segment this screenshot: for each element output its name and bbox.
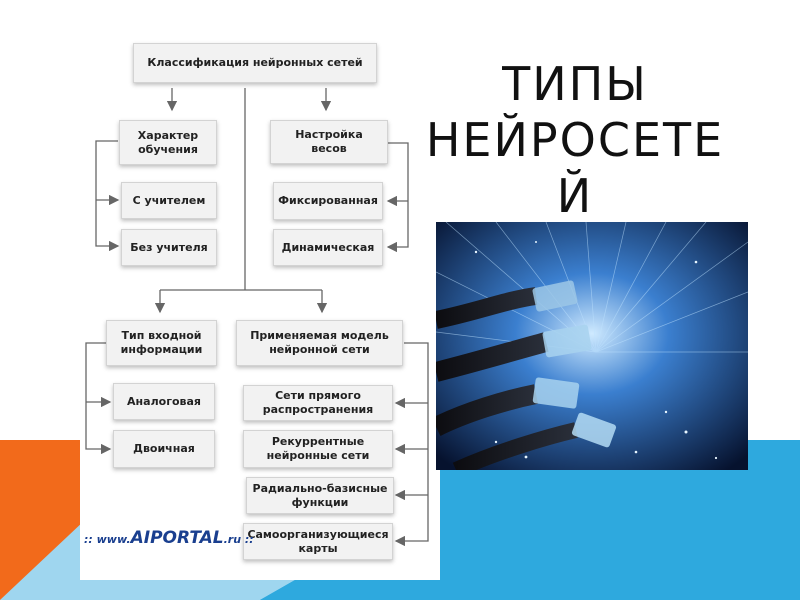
- group-learning-node: Характер обучения: [119, 120, 217, 165]
- item-recurrent: Рекуррентные нейронные сети: [243, 430, 393, 468]
- logo-prefix: :: www.: [84, 533, 131, 546]
- group-model-node: Применяемая модель нейронной сети: [236, 320, 403, 366]
- item-som: Самоорганизующиеся карты: [243, 523, 393, 560]
- item-feedforward: Сети прямого распространения: [243, 385, 393, 421]
- slide-title: ТИПЫ НЕЙРОСЕТЕ Й: [425, 57, 725, 223]
- item-dynamic: Динамическая: [273, 229, 383, 266]
- item-analog: Аналоговая: [113, 383, 215, 420]
- network-cables-photo: [436, 222, 748, 470]
- root-node: Классификация нейронных сетей: [133, 43, 377, 83]
- group-weights-node: Настройка весов: [270, 120, 388, 164]
- item-binary: Двоичная: [113, 430, 215, 468]
- item-supervised: С учителем: [121, 182, 217, 219]
- group-input-node: Тип входной информации: [106, 320, 217, 366]
- aiportal-logo: :: www.AIPORTAL.ru ::: [84, 528, 254, 548]
- logo-brand: AIPORTAL: [130, 528, 224, 548]
- item-rbf: Радиально-базисные функции: [246, 477, 394, 514]
- logo-suffix: .ru ::: [223, 533, 254, 546]
- item-unsupervised: Без учителя: [121, 229, 217, 266]
- blue-corner: [0, 520, 400, 600]
- item-fixed: Фиксированная: [273, 182, 383, 220]
